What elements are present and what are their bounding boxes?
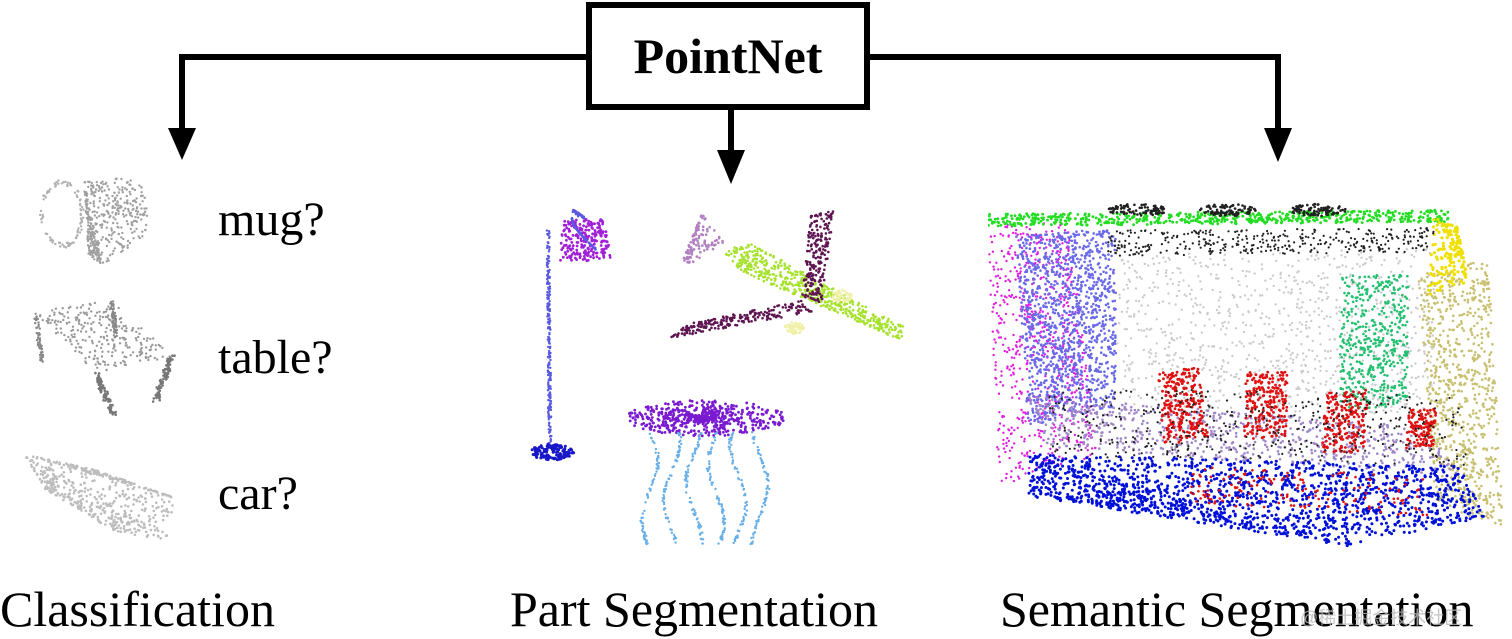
- part-segmentation-title: Part Segmentation: [510, 581, 878, 637]
- class-query-mug: mug?: [218, 193, 325, 246]
- classification-title: Classification: [0, 581, 275, 637]
- room-point-cloud: [988, 202, 1503, 548]
- mug-point-cloud: [39, 177, 149, 265]
- connector-to-classification: [179, 54, 586, 130]
- arrowhead-semantic-segmentation: [1264, 128, 1292, 162]
- connector-to-semantic-segmentation: [870, 54, 1281, 130]
- car-point-cloud: [25, 455, 174, 540]
- class-query-table: table?: [218, 331, 333, 384]
- semantic-segmentation-title: Semantic Segmentation: [1000, 581, 1474, 637]
- airplane-point-cloud: [670, 210, 905, 340]
- arrowhead-part-segmentation: [717, 150, 745, 184]
- pointnet-box: PointNet: [586, 2, 870, 110]
- watermark: @稀土掘金技术社区: [1300, 608, 1463, 628]
- class-query-car: car?: [218, 467, 298, 520]
- table-point-cloud: [33, 300, 176, 416]
- arrowhead-classification: [168, 128, 196, 160]
- lamp-point-cloud: [530, 208, 612, 462]
- pointnet-label: PointNet: [633, 28, 823, 84]
- round-table-point-cloud: [627, 399, 785, 546]
